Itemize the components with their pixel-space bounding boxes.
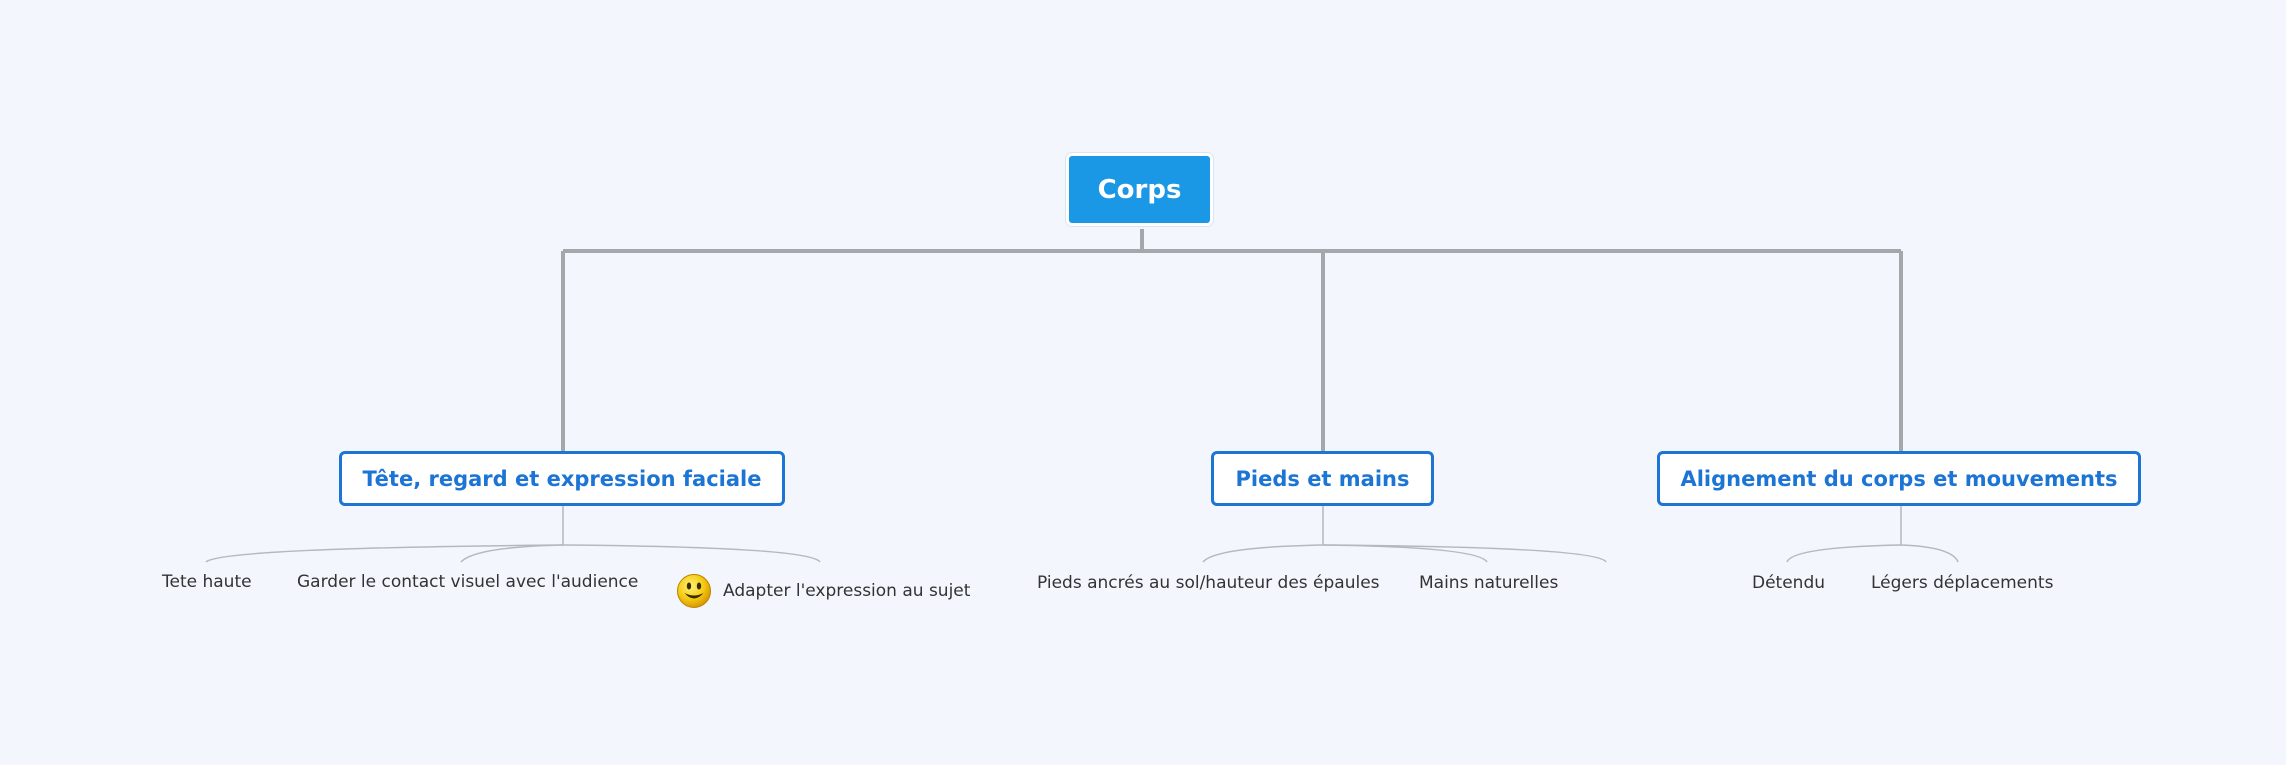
leaf-topic-detendu[interactable]: Détendu <box>1752 573 1826 593</box>
leaf-topic-pieds-ancres[interactable]: Pieds ancrés au sol/hauteur des épaules <box>1037 573 1380 593</box>
leaf-connector-3-1 <box>1786 544 1902 563</box>
leaf-connector-1-1 <box>205 544 564 563</box>
branch-topic-alignement[interactable]: Alignement du corps et mouvements <box>1657 451 2141 506</box>
leaf-topic-legers-deplacements[interactable]: Légers déplacements <box>1871 573 2054 593</box>
leaf-topic-contact-visuel[interactable]: Garder le contact visuel avec l'audience <box>297 572 639 592</box>
leaf-connector-1-3 <box>562 544 821 563</box>
smiley-icon <box>677 574 711 608</box>
leaf-connector-2-3 <box>1322 544 1607 563</box>
leaf-topic-tete-haute[interactable]: Tete haute <box>162 572 252 592</box>
root-topic[interactable]: Corps <box>1066 153 1213 226</box>
leaf-connector-1-2 <box>460 544 564 563</box>
leaf-connector-2-1 <box>1202 544 1324 563</box>
branch-topic-tete-regard[interactable]: Tête, regard et expression faciale <box>339 451 785 506</box>
branch-topic-pieds-mains[interactable]: Pieds et mains <box>1211 451 1434 506</box>
leaf-connector-3-2 <box>1900 544 1959 563</box>
leaf-topic-adapter-expression[interactable]: Adapter l'expression au sujet <box>723 581 971 601</box>
leaf-topic-mains-naturelles[interactable]: Mains naturelles <box>1419 573 1559 593</box>
